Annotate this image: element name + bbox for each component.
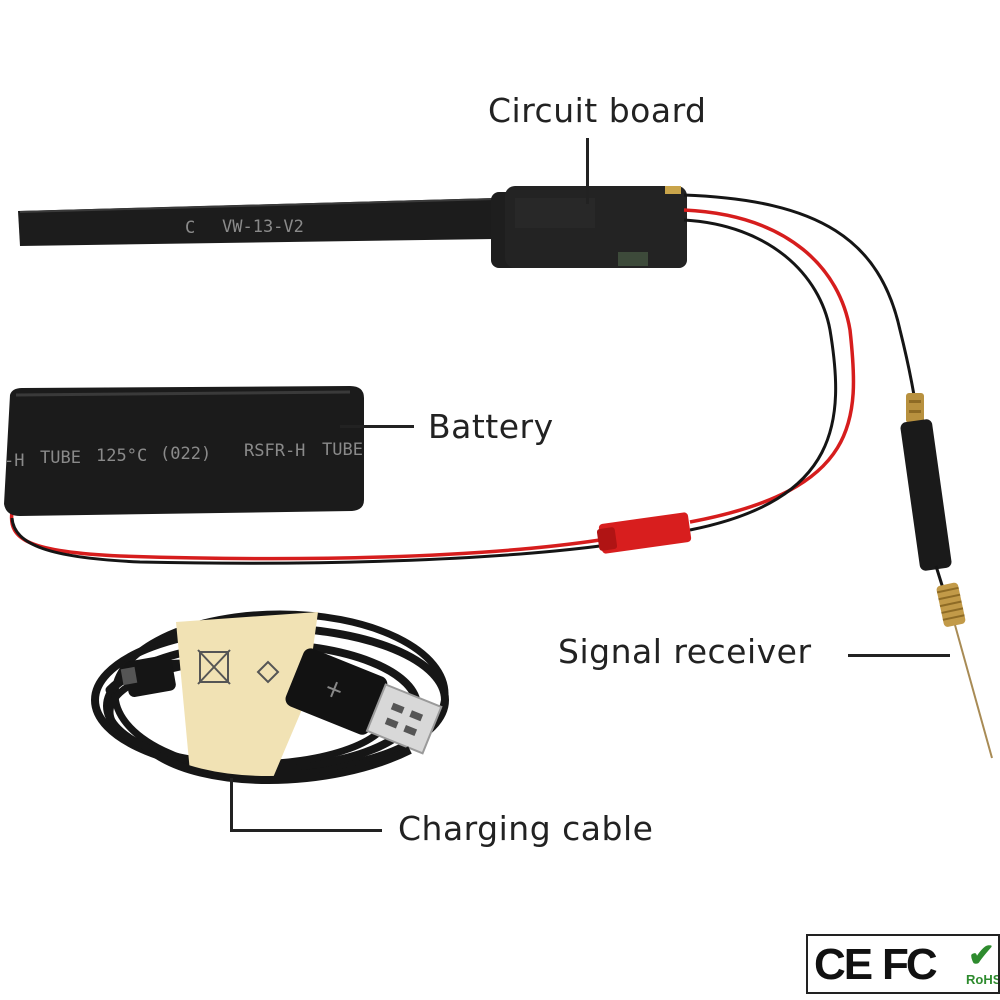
ribbon-cable: VW-13-V2 C (18, 198, 496, 246)
wires (9, 193, 916, 565)
signal-receiver-callout-line (848, 654, 950, 657)
battery-print-4: (022) (160, 444, 211, 464)
circuit-board-callout-line (586, 138, 589, 204)
charging-cable-callout-vertical (230, 778, 233, 832)
signal-receiver-antenna (900, 393, 993, 759)
battery-label: Battery (428, 407, 554, 446)
fc-mark: FC (882, 940, 938, 989)
battery-print-6: TUBE (322, 440, 363, 460)
rohs-check-icon: ✔ (968, 937, 995, 973)
battery-pack: -H TUBE 125°C (022) RSFR-H TUBE (4, 386, 364, 516)
charging-cable-callout-horizontal (230, 829, 382, 832)
rohs-mark: RoHS (966, 972, 1000, 987)
circuit-board-module (491, 186, 687, 268)
certification-marks: CE FC ✔ RoHS (806, 934, 1000, 994)
battery-print-3: 125°C (96, 446, 147, 466)
ribbon-print-mark: C (185, 218, 195, 238)
charging-cable-label: Charging cable (398, 809, 654, 848)
battery-print-1: -H (4, 451, 24, 471)
usb-a-plug (285, 648, 443, 755)
ce-mark: CE (814, 940, 873, 989)
battery-print-5: RSFR-H (244, 441, 305, 461)
cable-paper-band (176, 612, 318, 780)
ribbon-print-code: VW-13-V2 (222, 217, 304, 237)
battery-print-2: TUBE (40, 448, 81, 468)
cable-lower-loop (147, 746, 412, 784)
micro-usb-plug (120, 655, 176, 697)
red-connector (596, 512, 692, 554)
battery-callout-line (340, 425, 414, 428)
circuit-board-label: Circuit board (488, 91, 707, 130)
signal-receiver-label: Signal receiver (558, 632, 812, 671)
